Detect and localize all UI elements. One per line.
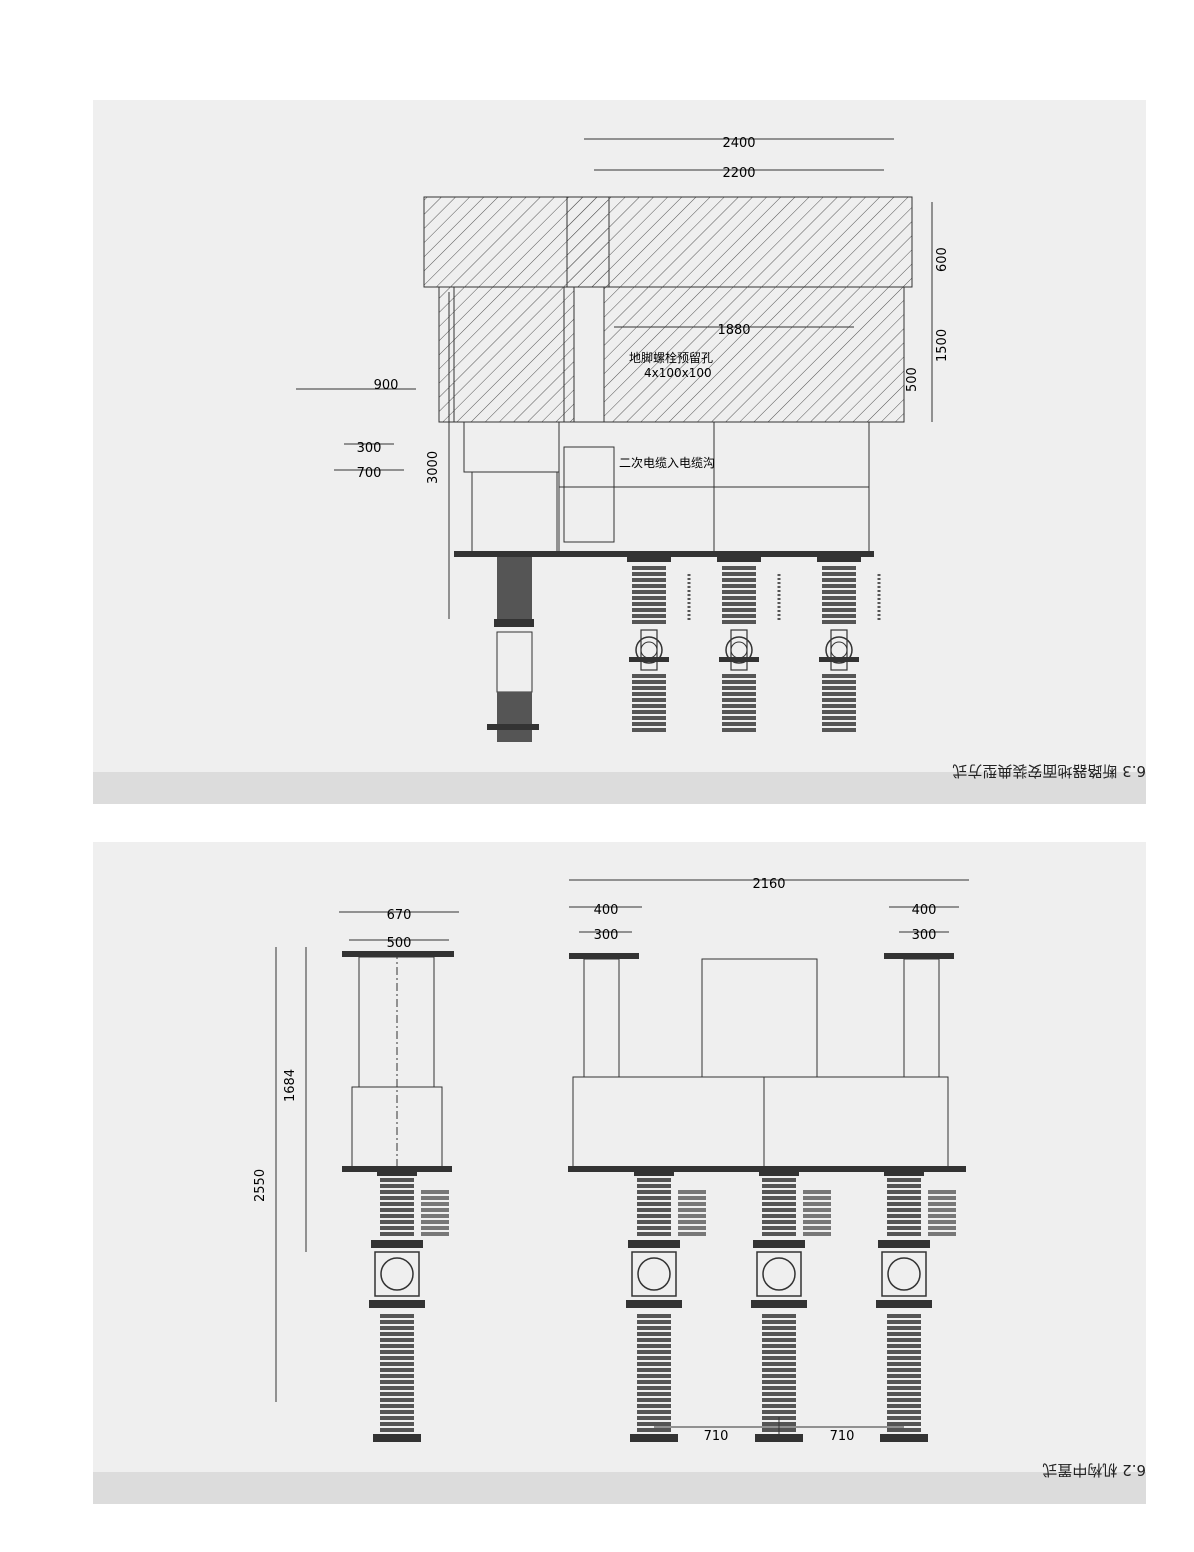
svg-text:1684: 1684 [283,1069,298,1102]
svg-text:400: 400 [912,903,937,918]
svg-text:2200: 2200 [722,166,755,181]
svg-text:900: 900 [374,378,399,393]
svg-text:2400: 2400 [722,136,755,151]
ground-front-view: 4x100x100 地脚螺栓预留孔 二次电缆入电缆沟 2400 2200 188… [552,136,950,732]
ground-side-view: 900 3000 700 300 [296,196,610,742]
svg-text:1880: 1880 [717,323,750,338]
svg-text:500: 500 [387,936,412,951]
svg-text:670: 670 [387,908,412,923]
cable-note: 二次电缆入电缆沟 [619,456,715,470]
mechanism-side-view: 670 500 1684 2550 [253,908,459,1442]
svg-text:300: 300 [912,928,937,943]
svg-text:300: 300 [357,441,382,456]
ground-install-drawing: 900 3000 700 300 4x100x100 地脚螺 [296,136,950,742]
svg-text:2550: 2550 [253,1169,268,1202]
svg-text:3000: 3000 [426,451,441,484]
svg-text:500: 500 [905,367,920,392]
svg-text:700: 700 [357,466,382,481]
mechanism-middle-drawing: 670 500 1684 2550 [253,877,969,1444]
mechanism-front-view: 2160 400 300 400 300 710 710 [568,877,969,1444]
anchor-note: 4x100x100 [644,366,712,380]
svg-text:2160: 2160 [752,877,785,892]
caption-bar-bottom [93,1472,1146,1504]
svg-text:710: 710 [704,1429,729,1444]
svg-text:300: 300 [594,928,619,943]
svg-text:710: 710 [830,1429,855,1444]
drawing-panel-bottom [93,842,1146,1472]
anchor-hole-note: 地脚螺栓预留孔 [629,350,713,365]
svg-text:400: 400 [594,903,619,918]
svg-text:600: 600 [935,247,950,272]
caption-bar-top [93,772,1146,804]
svg-text:1500: 1500 [935,329,950,362]
